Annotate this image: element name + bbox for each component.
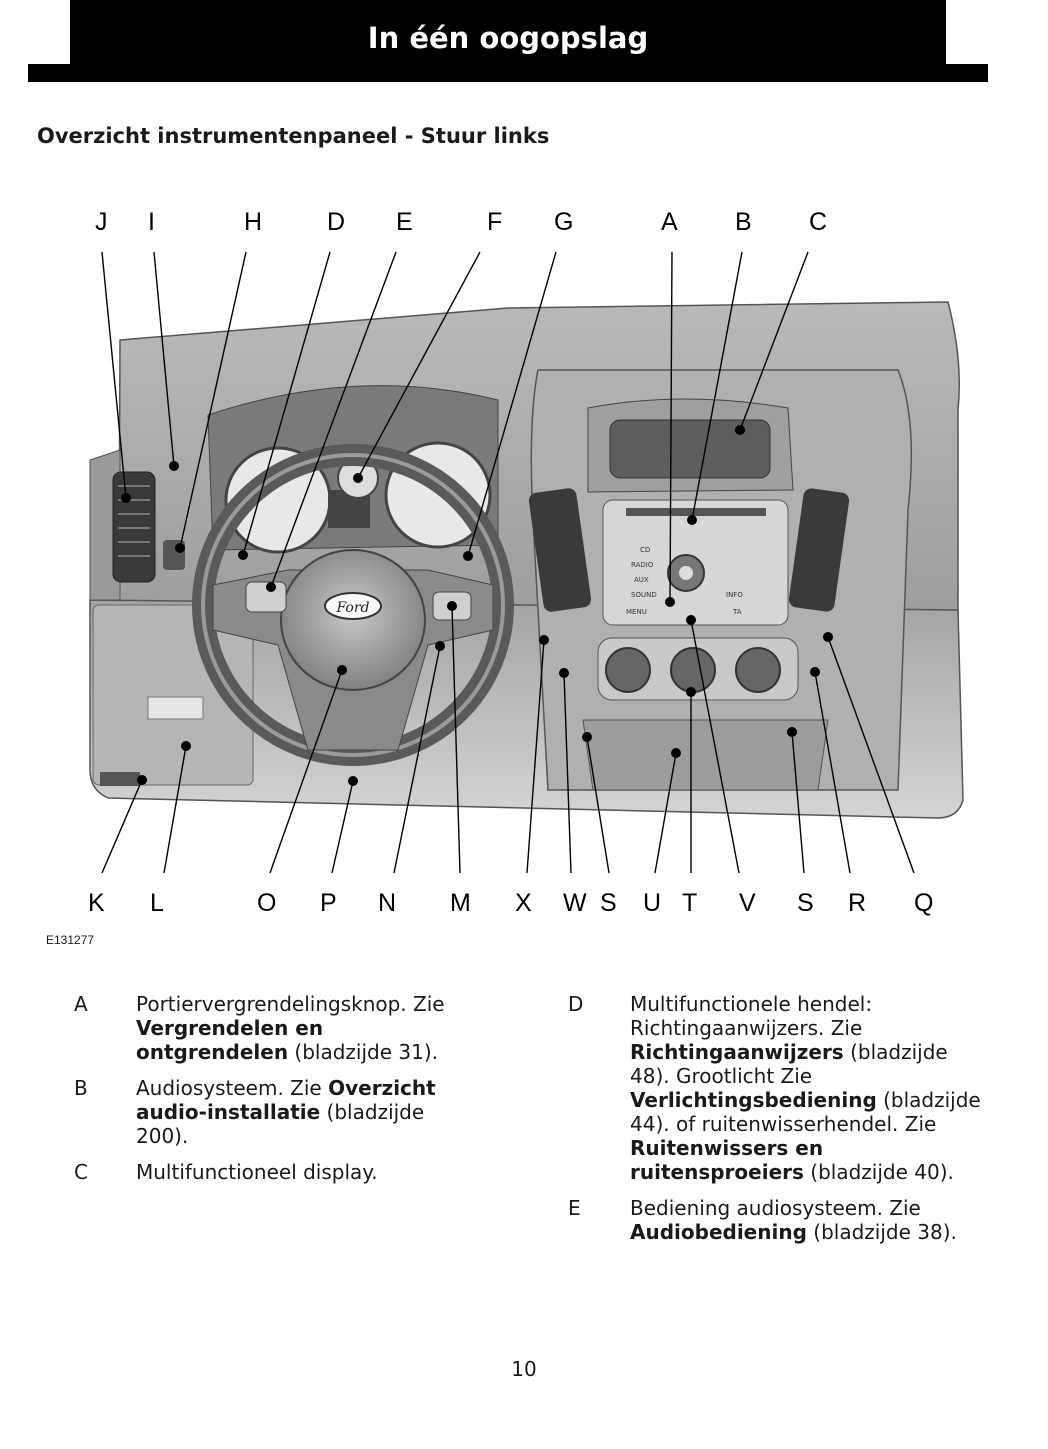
legend-key: D	[568, 992, 584, 1016]
cross-reference: Vergrendelen en ontgrendelen	[136, 1016, 324, 1064]
glovebox-handle	[147, 696, 204, 720]
multifunction-display	[609, 419, 771, 479]
callout-s1: S	[600, 889, 617, 917]
callout-e: E	[396, 208, 413, 236]
legend-entry-b: B Audiosysteem. Zie Overzicht audio-inst…	[74, 1076, 436, 1148]
center-right-vent	[788, 488, 850, 612]
legend-column-left: A Portiervergrendelingsknop. Zie Vergren…	[74, 992, 474, 1196]
radio-radio-label: RADIO	[631, 561, 654, 569]
callout-t: T	[682, 889, 697, 917]
callout-h: H	[244, 208, 262, 236]
legend-entry-d: D Multifunctionele hendel: Richtingaanwi…	[568, 992, 981, 1184]
radio-menu-label: MENU	[626, 608, 647, 616]
callout-r: R	[848, 889, 866, 917]
cross-reference: Audiobediening	[630, 1220, 807, 1244]
section-title: Overzicht instrumentenpaneel - Stuur lin…	[37, 124, 550, 148]
leader-lines	[101, 251, 915, 874]
header-rule	[28, 64, 988, 82]
callout-j: J	[95, 208, 108, 236]
page-header-title: In één oogopslag	[367, 21, 649, 55]
climate-knob-center	[670, 647, 716, 693]
legend-column-right: D Multifunctionele hendel: Richtingaanwi…	[568, 992, 988, 1256]
bottom-callout-labels: K L O P N M X W S U T V S R Q	[88, 889, 933, 917]
cross-reference: Ruitenwissers en ruitensproeiers	[630, 1136, 824, 1184]
image-code: E131277	[46, 933, 95, 947]
radio-sound-label: SOUND	[631, 591, 657, 599]
legend-entry-e: E Bediening audiosysteem. Zie Audiobedie…	[568, 1196, 957, 1244]
cross-reference: Verlichtingsbediening	[630, 1088, 877, 1112]
callout-s2: S	[797, 889, 814, 917]
radio-ta-label: TA	[732, 608, 742, 616]
callout-n: N	[378, 889, 396, 917]
callout-w: W	[563, 889, 587, 917]
legend-key: B	[74, 1076, 88, 1100]
callout-g: G	[554, 208, 573, 236]
page-number: 10	[511, 1357, 537, 1381]
callout-l: L	[150, 889, 164, 917]
legend-entry-c: C Multifunctioneel display.	[74, 1160, 378, 1184]
top-callout-labels: J I H D E F G A B C	[95, 208, 827, 236]
leader-dots	[121, 425, 833, 786]
callout-m: M	[450, 889, 471, 917]
legend-key: E	[568, 1196, 581, 1220]
legend-key: C	[74, 1160, 88, 1184]
legend-entry-a: A Portiervergrendelingsknop. Zie Vergren…	[74, 992, 445, 1064]
callout-o: O	[257, 889, 276, 917]
callout-k: K	[88, 889, 105, 917]
callout-b: B	[735, 208, 752, 236]
dashboard-illustration: Ford CD RADIO AUX SOUND MENU INFO TA	[28, 190, 1018, 930]
header-bar	[70, 0, 946, 64]
radio-info-label: INFO	[726, 591, 743, 599]
callout-c: C	[809, 208, 827, 236]
callout-v: V	[739, 889, 756, 917]
floor-vent	[100, 772, 140, 786]
callout-a: A	[661, 208, 678, 236]
callout-d: D	[327, 208, 345, 236]
climate-knob-right	[735, 647, 781, 693]
radio-cd-label: CD	[640, 546, 650, 554]
left-spoke-buttons	[245, 581, 287, 613]
ford-logo-text: Ford	[335, 600, 369, 616]
callout-i: I	[148, 208, 155, 236]
callout-f: F	[487, 208, 502, 236]
cross-reference: Richtingaanwijzers	[630, 1040, 844, 1064]
cross-reference: Overzicht audio-installatie	[136, 1076, 436, 1124]
ford-logo	[324, 592, 382, 620]
callout-q: Q	[914, 889, 933, 917]
radio-aux-label: AUX	[634, 576, 649, 584]
cd-slot	[626, 508, 766, 516]
callout-u: U	[643, 889, 661, 917]
callout-p: P	[320, 889, 337, 917]
console-tray	[582, 719, 829, 791]
callout-x: X	[515, 889, 532, 917]
center-left-vent	[528, 488, 592, 612]
climate-knob-left	[605, 647, 651, 693]
legend-key: A	[74, 992, 88, 1016]
